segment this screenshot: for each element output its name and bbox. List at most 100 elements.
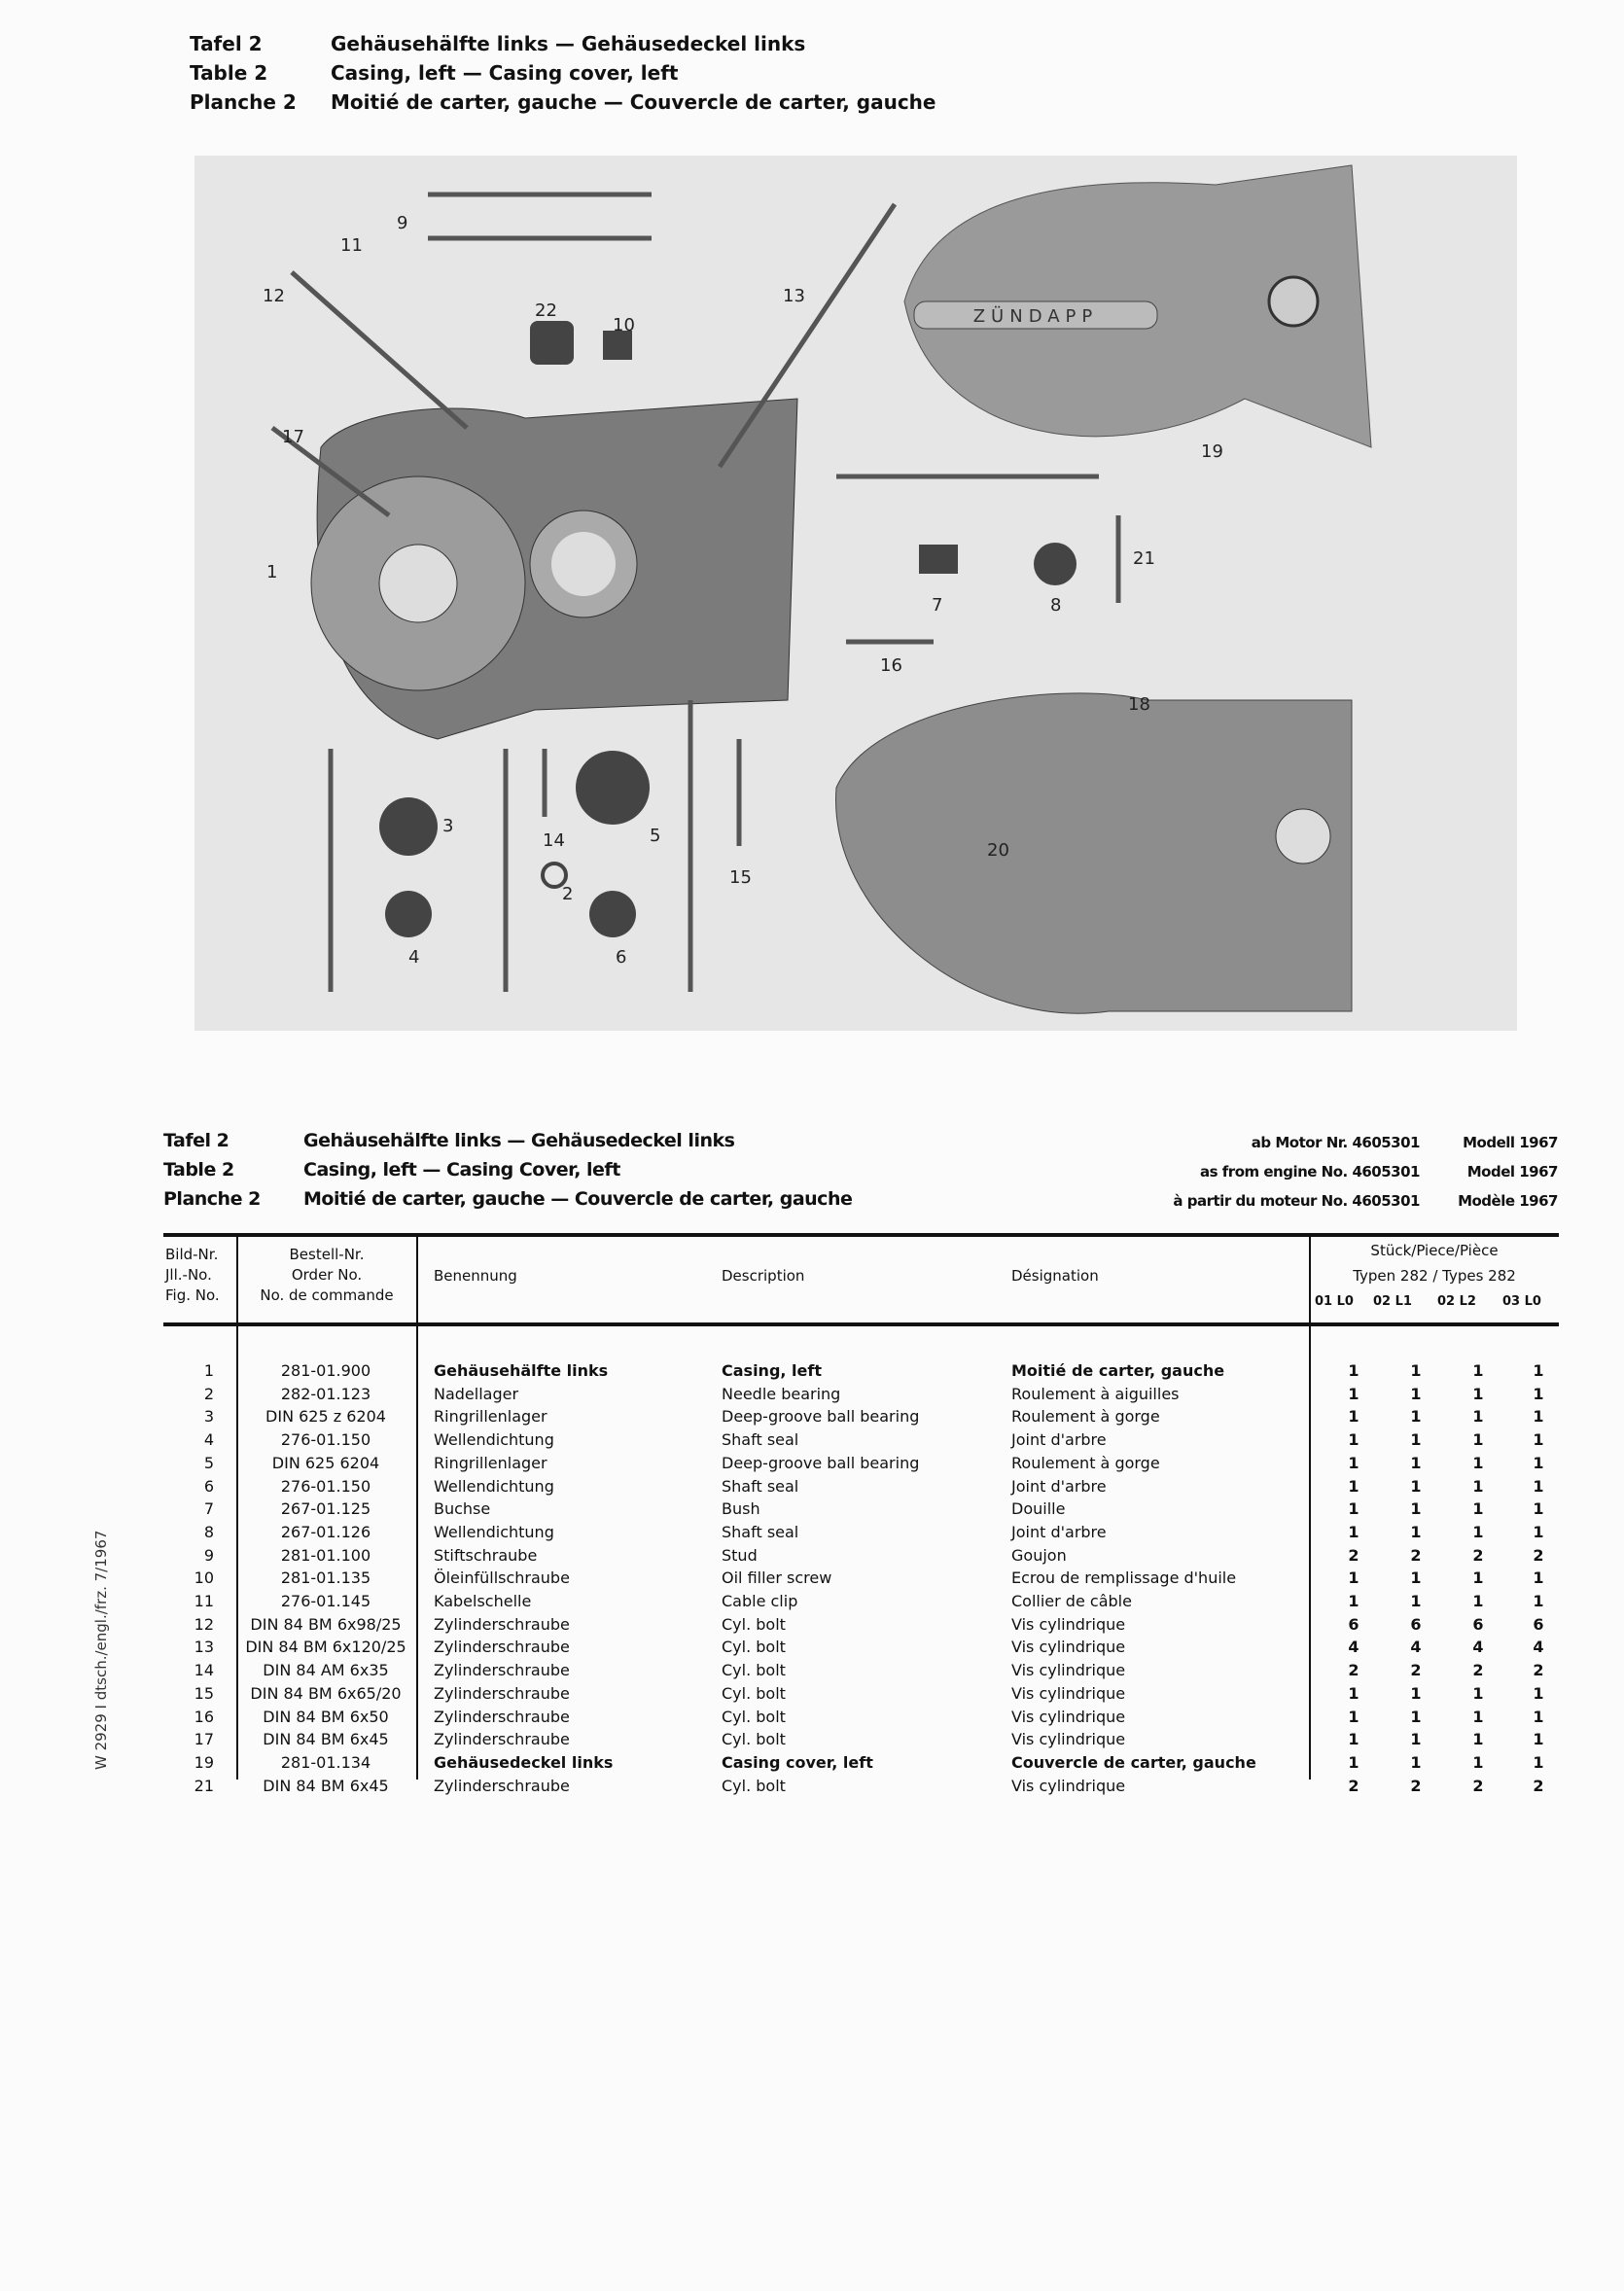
col-designation: Désignation	[1011, 1267, 1099, 1285]
label: Planche 2	[163, 1188, 261, 1210]
small-parts	[379, 321, 1077, 937]
order-no: 267-01.126	[280, 1522, 371, 1541]
callout-number: 17	[282, 427, 304, 447]
quantity: 6	[1348, 1614, 1359, 1634]
quantity: 4	[1348, 1638, 1359, 1657]
quantity: 1	[1533, 1522, 1544, 1541]
label: Table 2	[190, 61, 268, 85]
fig-no: 16	[194, 1707, 214, 1726]
quantity: 1	[1533, 1683, 1544, 1703]
designation: Goujon	[1011, 1545, 1067, 1565]
benennung: Wellendichtung	[434, 1522, 554, 1541]
order-no: 281-01.134	[280, 1752, 371, 1772]
quantity: 1	[1348, 1683, 1359, 1703]
fan-cover	[835, 692, 1353, 1014]
column-divider	[1309, 1235, 1311, 1780]
col-order: No. de commande	[260, 1286, 394, 1304]
benennung: Wellendichtung	[434, 1430, 554, 1450]
callout-number: 7	[932, 595, 942, 616]
quantity: 4	[1533, 1638, 1544, 1657]
quantity: 1	[1410, 1752, 1422, 1772]
fig-no: 5	[203, 1453, 214, 1472]
quantity: 1	[1348, 1752, 1359, 1772]
quantity: 1	[1472, 1476, 1484, 1496]
callout-number: 14	[543, 830, 565, 851]
order-no: DIN 84 BM 6x45	[263, 1776, 389, 1795]
designation: Vis cylindrique	[1011, 1683, 1126, 1703]
fig-no: 14	[194, 1661, 214, 1680]
quantity: 2	[1472, 1661, 1484, 1680]
quantity: 1	[1348, 1453, 1359, 1472]
quantity: 1	[1472, 1499, 1484, 1519]
bore-inner	[551, 532, 616, 596]
quantity: 1	[1533, 1707, 1544, 1726]
fig-no: 6	[203, 1476, 214, 1496]
model-year: Modell 1967	[1463, 1134, 1558, 1151]
callout-number: 19	[1201, 441, 1223, 462]
order-no: 281-01.900	[280, 1361, 371, 1380]
quantity: 2	[1533, 1545, 1544, 1565]
col-variant: 02 L2	[1437, 1294, 1476, 1309]
benennung: Ringrillenlager	[434, 1407, 547, 1427]
label: Planche 2	[190, 90, 297, 114]
quantity: 1	[1533, 1592, 1544, 1610]
designation: Douille	[1011, 1499, 1066, 1519]
quantity: 1	[1533, 1384, 1544, 1403]
quantity: 1	[1533, 1361, 1544, 1380]
benennung: Zylinderschraube	[434, 1614, 570, 1634]
order-no: 267-01.125	[280, 1499, 371, 1519]
quantity: 1	[1348, 1707, 1359, 1726]
title: Casing, left — Casing Cover, left	[303, 1159, 620, 1181]
col-fig: Bild-Nr.	[165, 1246, 219, 1263]
col-variant: 03 L0	[1502, 1294, 1541, 1309]
col-fig: Jll.-No.	[165, 1266, 212, 1284]
quantity: 4	[1410, 1638, 1422, 1657]
callout-number: 5	[650, 826, 660, 846]
order-no: DIN 625 6204	[271, 1453, 380, 1472]
benennung: Buchse	[434, 1499, 491, 1519]
benennung: Zylinderschraube	[434, 1683, 570, 1703]
column-divider	[236, 1235, 238, 1780]
designation: Vis cylindrique	[1011, 1638, 1126, 1657]
fig-no: 12	[194, 1614, 214, 1634]
callout-number: 8	[1050, 595, 1061, 616]
designation: Joint d'arbre	[1011, 1476, 1107, 1496]
quantity: 1	[1348, 1430, 1359, 1450]
quantity: 1	[1410, 1407, 1422, 1427]
benennung: Stiftschraube	[434, 1545, 538, 1565]
order-no: 276-01.150	[280, 1430, 371, 1450]
benennung: Nadellager	[434, 1384, 519, 1403]
order-no: 281-01.100	[280, 1545, 371, 1565]
quantity: 1	[1410, 1361, 1422, 1380]
fig-no: 15	[194, 1683, 214, 1703]
quantity: 1	[1533, 1752, 1544, 1772]
callout-number: 20	[987, 840, 1009, 861]
description: Stud	[722, 1545, 758, 1565]
quantity: 1	[1348, 1568, 1359, 1588]
col-benennung: Benennung	[434, 1267, 517, 1285]
quantity: 6	[1472, 1614, 1484, 1634]
designation: Vis cylindrique	[1011, 1730, 1126, 1749]
quantity: 1	[1472, 1384, 1484, 1403]
quantity: 1	[1533, 1568, 1544, 1588]
bolts	[270, 192, 1121, 992]
order-no: DIN 84 BM 6x98/25	[250, 1614, 402, 1634]
quantity: 1	[1348, 1522, 1359, 1541]
quantity: 1	[1410, 1384, 1422, 1403]
description: Shaft seal	[722, 1522, 799, 1541]
description: Cyl. bolt	[722, 1661, 786, 1680]
brand-plate	[913, 300, 1158, 330]
order-no: DIN 625 z 6204	[265, 1407, 386, 1427]
title: Moitié de carter, gauche — Couvercle de …	[303, 1188, 853, 1210]
col-variant: 02 L1	[1373, 1294, 1412, 1309]
callout-number: 6	[616, 947, 626, 968]
description: Casing, left	[722, 1361, 822, 1380]
fig-no: 17	[194, 1730, 214, 1749]
